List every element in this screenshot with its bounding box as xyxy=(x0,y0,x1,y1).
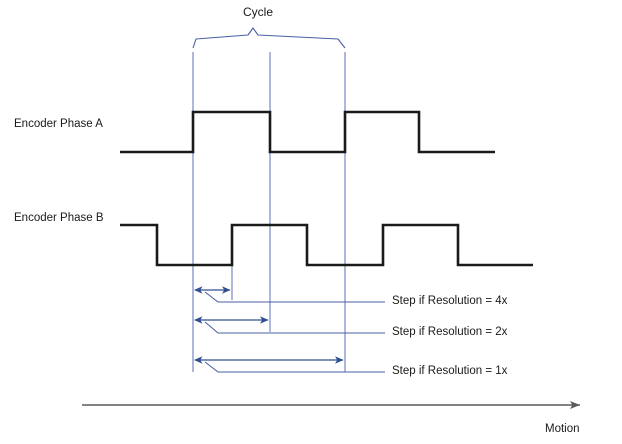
step-1x-label: Step if Resolution = 1x xyxy=(392,365,508,377)
motion-label: Motion xyxy=(545,423,580,435)
step-measure-1x xyxy=(194,356,385,373)
guide-lines xyxy=(192,52,346,372)
phase-b-label: Encoder Phase B xyxy=(14,212,104,224)
cycle-label: Cycle xyxy=(243,5,274,19)
phase-b-waveform xyxy=(120,223,533,267)
cycle-bracket xyxy=(192,27,346,49)
phase-a-waveform xyxy=(120,110,495,154)
step-4x-label: Step if Resolution = 4x xyxy=(392,295,508,307)
step-2x-label: Step if Resolution = 2x xyxy=(392,326,508,338)
phase-a-label: Encoder Phase A xyxy=(14,118,103,130)
step-measure-4x xyxy=(194,286,385,303)
step-measure-2x xyxy=(194,316,385,334)
